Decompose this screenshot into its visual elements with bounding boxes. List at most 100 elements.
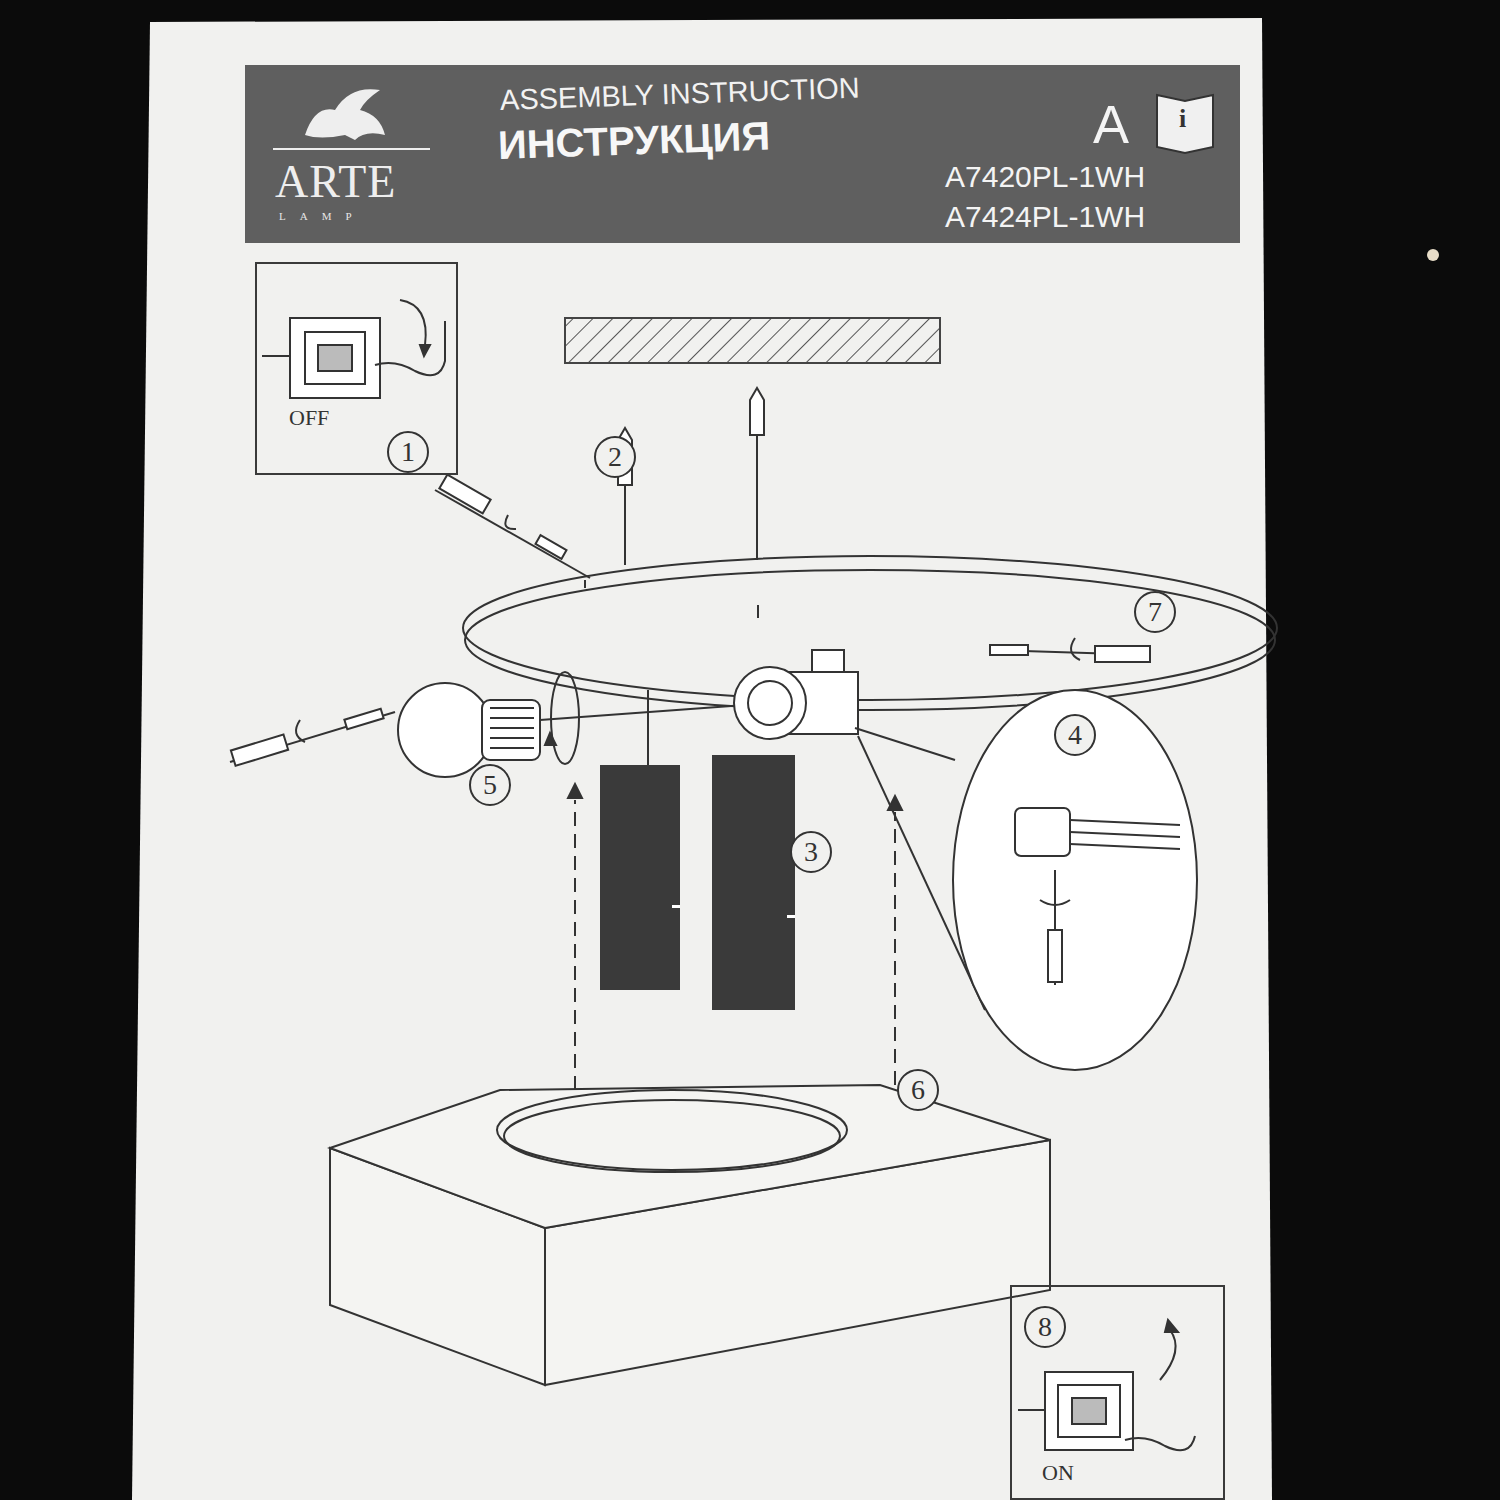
bracket [812,650,844,672]
ring-frame [463,556,1277,765]
speck [1427,249,1439,261]
leader [756,435,758,560]
socket-hole [748,681,792,725]
ceiling [565,318,940,363]
shades [600,755,795,1010]
paper [132,18,1272,1500]
callout-text: 2 [596,438,634,476]
dowels [618,388,764,565]
callout-text: 5 [471,766,509,804]
leader [855,728,955,760]
tick [757,605,759,618]
leader [624,485,626,565]
callout-number: 2 [594,436,636,478]
arrow-head [888,796,902,810]
paper-sheet [132,18,1439,1500]
callout-text: 3 [792,833,830,871]
turn-arrow [400,300,426,345]
turn [296,720,305,742]
arrow-head [568,784,582,798]
dash-line [574,800,576,1090]
screwdriver [435,490,590,578]
callout-number: 5 [469,764,511,806]
switch-rocker [1072,1398,1106,1424]
hand [375,321,445,375]
switch-frame [1058,1385,1120,1437]
handle [439,475,490,514]
rim [504,1100,840,1172]
dashed-arrows [568,784,902,1090]
callout-number: 3 [790,831,832,873]
tick [584,580,586,588]
step-label: OFF [289,406,329,430]
header-text: LAMP [279,210,366,222]
shade-panel [600,765,680,990]
screw [536,535,567,559]
leader [540,705,745,720]
lion-logo [305,89,385,140]
callout-text: 7 [1136,593,1174,631]
hand [1125,1436,1195,1450]
logo-rule [273,148,430,150]
arrow-head [420,345,430,356]
turn-arrow [1160,1330,1176,1380]
socket-ring [734,667,806,739]
wire [1018,1409,1045,1411]
header-text: ARTE [275,157,396,208]
header-text: A [1093,95,1129,154]
thread [490,708,534,748]
callout-text: 1 [389,433,427,471]
inset-detail [953,690,1197,1070]
header-text: A7420PL-1WH [945,160,1145,193]
switch-rocker [318,345,352,371]
rim [497,1090,847,1170]
small-socket [1015,808,1070,856]
wires [1070,820,1180,849]
step-box: 1 OFF [255,262,458,475]
turn [505,515,516,529]
callout-number: 6 [897,1069,939,1111]
header-text: ASSEMBLY INSTRUCTION [499,72,860,116]
callout-number: 7 [1134,591,1176,633]
handle [231,734,288,765]
arrow-head [545,733,556,745]
callout-text: 6 [899,1071,937,1109]
inset-outline [953,690,1197,1070]
callout-text: 8 [1026,1308,1064,1346]
box-top [330,1085,1050,1228]
header-text: i [1179,105,1186,134]
bulb [398,672,745,777]
switch-plate [1045,1372,1133,1450]
step-box: 8ON [1010,1285,1225,1500]
wire [262,355,290,357]
handle [1095,646,1150,662]
callout-number: 4 [1054,714,1096,756]
mark [672,905,680,908]
callout-number: 8 [1024,1306,1066,1348]
bulb-base [482,700,540,760]
dash-line [894,812,896,1085]
base-box [330,1085,1050,1385]
handle [1048,930,1062,982]
bulb-glass [398,683,492,777]
ring-top [463,556,1277,700]
ring-bottom [465,570,1275,710]
mark [787,915,795,918]
step-label: ON [1042,1461,1074,1485]
screw [344,709,383,730]
switch-off-art [262,300,445,398]
dowel [750,388,764,435]
callout-number: 1 [387,431,429,473]
book-icon [1157,95,1213,153]
switch-plate [290,318,380,398]
turn [1071,638,1080,660]
arrow-head [1165,1320,1178,1332]
tick [647,690,649,765]
screw [990,645,1028,655]
ceiling-hatch [565,318,940,363]
turn [1040,900,1070,905]
header-band: ARTELAMPASSEMBLY INSTRUCTIONИНСТРУКЦИЯAi… [245,65,1240,243]
switch-frame [305,332,365,384]
header-text: A7424PL-1WH [945,200,1145,233]
